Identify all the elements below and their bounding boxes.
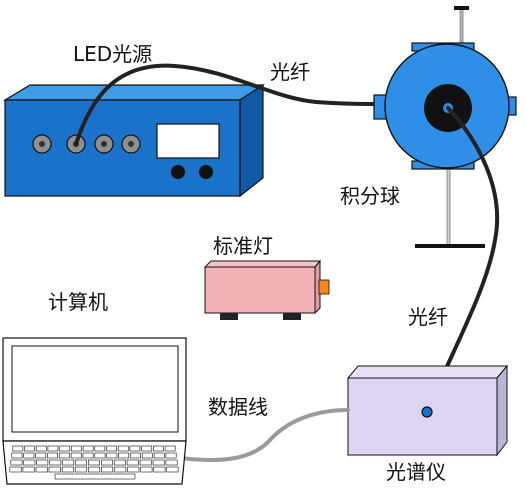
keyboard-key [94, 452, 106, 459]
keyboard-key [106, 452, 118, 459]
keyboard-key [106, 445, 117, 452]
led-source-box [2, 83, 266, 198]
keyboard-key [82, 452, 94, 459]
keyboard-key [59, 445, 71, 452]
keyboard-key [165, 452, 177, 459]
keyboard-key [113, 459, 126, 466]
keyboard-key [58, 452, 70, 459]
keyboard-key [117, 445, 129, 452]
sphere-bottom-rod [446, 165, 451, 247]
spectrometer [346, 364, 509, 457]
keyboard-key [82, 445, 94, 452]
keyboard-key [71, 445, 82, 452]
label-fiber-right: 光纤 [408, 305, 448, 329]
keyboard-key [35, 452, 47, 459]
spectrometer-top [346, 365, 509, 379]
integrating-sphere [373, 6, 517, 248]
led-box-top [2, 84, 266, 101]
keyboard-key [10, 459, 23, 466]
led-box-side [239, 83, 264, 198]
keyboard-key [35, 445, 47, 452]
keyboard-key [61, 466, 74, 473]
keyboard-key [164, 445, 176, 452]
keyboard-key [153, 452, 165, 459]
led-knob-left [171, 165, 185, 179]
keyboard-key [22, 466, 35, 473]
keyboard-key [11, 452, 23, 459]
keyboard-key [118, 452, 130, 459]
standard-lamp [203, 259, 330, 320]
keyboard-key [48, 466, 61, 473]
keyboard-key [12, 445, 24, 452]
spectrometer-body [347, 377, 498, 456]
keyboard-key [127, 466, 140, 473]
keyboard-key [23, 452, 35, 459]
keyboard-key [101, 459, 113, 466]
keyboard-key [166, 466, 179, 473]
lamp-foot-left [220, 313, 238, 320]
led-knob-right [199, 165, 213, 179]
keyboard-key [88, 459, 100, 466]
keyboard-key [141, 452, 153, 459]
keyboard-key [141, 445, 153, 452]
keyboard-key [153, 466, 166, 473]
lamp-tip [318, 279, 330, 295]
keyboard-key [129, 445, 141, 452]
computer-laptop [2, 337, 187, 485]
led-output-ports [32, 134, 141, 154]
label-data-cable: 数据线 [208, 395, 268, 419]
keyboard-key [49, 459, 62, 466]
keyboard-key [75, 459, 88, 466]
keyboard-key [94, 445, 106, 452]
data-cable [178, 408, 350, 463]
keyboard-key [114, 466, 127, 473]
keyboard-key [130, 452, 141, 459]
label-standard-lamp: 标准灯 [213, 234, 273, 258]
keyboard-key [153, 445, 164, 452]
keyboard-key [35, 466, 48, 473]
laptop-screen [11, 345, 179, 433]
lamp-foot-right [283, 313, 301, 320]
keyboard-key [126, 459, 139, 466]
lamp-top [203, 260, 322, 268]
keyboard-key [88, 466, 101, 473]
keyboard-key [70, 452, 82, 459]
keyboard-key [24, 445, 35, 452]
laptop-keyboard-deck [2, 440, 187, 485]
spectrometer-side [496, 364, 508, 457]
laptop-keyboard-keys [9, 445, 179, 480]
keyboard-key [47, 445, 59, 452]
label-fiber-top: 光纤 [270, 60, 310, 84]
keyboard-key [47, 452, 59, 459]
keyboard-key [140, 466, 153, 473]
led-display-panel [156, 123, 220, 159]
keyboard-key [36, 459, 49, 466]
fiber-led-to-sphere [74, 63, 386, 146]
keyboard-key [74, 466, 87, 473]
keyboard-spacebar [54, 473, 136, 480]
keyboard-key [9, 466, 22, 473]
sphere-base [415, 244, 485, 248]
label-integrating-sphere: 积分球 [340, 184, 400, 208]
sphere-top-cap [454, 6, 469, 10]
label-spectrometer: 光谱仪 [386, 460, 446, 484]
label-led-source: LED光源 [73, 42, 153, 66]
fiber-sphere-to-spectrometer [425, 106, 500, 414]
keyboard-key [152, 459, 165, 466]
lamp-body [204, 266, 316, 314]
keyboard-key [23, 459, 36, 466]
keyboard-key [101, 466, 114, 473]
keyboard-key [165, 459, 178, 466]
keyboard-key [139, 459, 152, 466]
label-computer: 计算机 [48, 290, 108, 314]
keyboard-key [62, 459, 75, 466]
spectrometer-input-port [421, 406, 433, 418]
